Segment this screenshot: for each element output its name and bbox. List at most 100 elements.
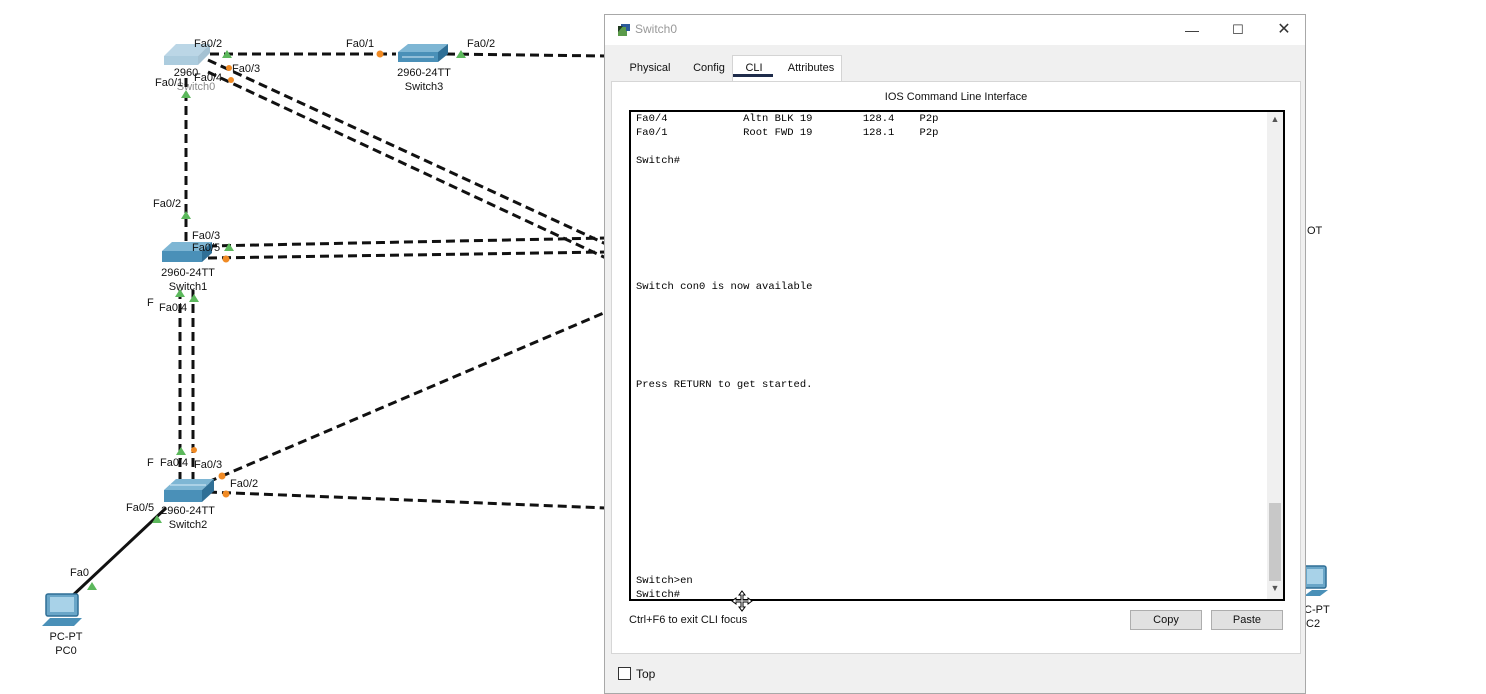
- terminal-line: [636, 294, 1263, 308]
- switch2-device[interactable]: [164, 479, 214, 502]
- terminal-line: [636, 238, 1263, 252]
- link-s0-right-a[interactable]: [207, 58, 607, 246]
- tab-cli[interactable]: CLI: [745, 62, 763, 74]
- close-icon: ✕: [1277, 21, 1291, 38]
- terminal-line: [636, 462, 1263, 476]
- right-edge-text: OT: [1307, 225, 1323, 237]
- port-label: Fa0/4: [194, 72, 222, 84]
- cli-focus-hint: Ctrl+F6 to exit CLI focus: [629, 614, 748, 626]
- terminal-line: [636, 322, 1263, 336]
- port-indicators: [87, 50, 466, 590]
- terminal-line: [636, 196, 1263, 210]
- terminal-line: [636, 532, 1263, 546]
- link-s2-right-a[interactable]: [207, 310, 607, 484]
- terminal-line: [636, 364, 1263, 378]
- switch-icon: [162, 242, 212, 251]
- port-label: Fa0/3: [194, 459, 222, 471]
- scroll-up-icon[interactable]: ▲: [1270, 114, 1280, 124]
- link-s0-right-b[interactable]: [207, 70, 607, 260]
- port-up-icon: [87, 582, 97, 590]
- link-s3-right[interactable]: [445, 52, 607, 58]
- minimize-button[interactable]: —: [1169, 15, 1215, 45]
- pc0-device[interactable]: [42, 593, 82, 626]
- port-up-icon: [181, 211, 191, 219]
- link-s2-pc0[interactable]: [68, 506, 168, 600]
- port-label: F: [147, 297, 154, 309]
- port-label: Fa0/3: [192, 230, 220, 242]
- switch0-model-label: 2960: [174, 67, 198, 79]
- window-title: Switch0: [635, 22, 678, 36]
- pc2-model-label: C-PT: [1304, 604, 1330, 616]
- port-blocked-icon: [222, 490, 230, 498]
- port-label: Fa0/5: [126, 502, 154, 514]
- terminal-line: Fa0/1 Root FWD 19 128.1 P2p: [636, 127, 939, 139]
- switch0-name-label: Switch0: [177, 81, 216, 93]
- minimize-icon: —: [1185, 22, 1199, 38]
- pc0-name-label: PC0: [55, 645, 76, 657]
- terminal-line: [636, 476, 1263, 490]
- switch-icon: [164, 44, 210, 56]
- maximize-button[interactable]: ☐: [1215, 15, 1261, 45]
- port-up-icon: [152, 515, 162, 523]
- top-checkbox-label: Top: [636, 667, 656, 681]
- cli-panel: IOS Command Line Interface Fa0/4 Altn BL…: [611, 81, 1301, 654]
- terminal-line: [636, 140, 1263, 154]
- port-label: Fa0/5: [192, 242, 220, 254]
- tab-config[interactable]: Config: [693, 62, 725, 74]
- terminal-line: [636, 266, 1263, 280]
- port-label: Fa0/3: [232, 63, 260, 75]
- terminal-line: [636, 406, 1263, 420]
- scrollbar-thumb[interactable]: [1269, 503, 1281, 581]
- switch0-device[interactable]: [164, 44, 210, 65]
- port-labels: Fa0/2 Fa0/3 Fa0/4 Fa0/1 Fa0/1 Fa0/2 Fa0/…: [70, 38, 495, 579]
- terminal-scrollbar[interactable]: ▲ ▼: [1267, 112, 1283, 599]
- terminal-line: Switch#: [636, 155, 681, 167]
- move-cursor-icon: [731, 590, 753, 612]
- switch1-device[interactable]: [162, 242, 212, 262]
- port-up-icon: [176, 447, 186, 455]
- maximize-icon: ☐: [1232, 22, 1244, 37]
- switch3-model-label: 2960-24TT: [397, 67, 451, 79]
- terminal-line: [636, 448, 1263, 462]
- port-up-icon: [224, 243, 234, 251]
- pc2-name-label: C2: [1306, 618, 1320, 630]
- tab-physical[interactable]: Physical: [629, 62, 671, 74]
- device-window[interactable]: Switch0 — ☐ ✕ Physical Config CLI Attrib…: [604, 14, 1306, 694]
- link-s1-right-a[interactable]: [207, 236, 607, 248]
- port-label: Fa0: [70, 567, 89, 579]
- terminal-line: [636, 336, 1263, 350]
- port-label: Fa0/2: [467, 38, 495, 50]
- switch3-name-label: Switch3: [405, 81, 444, 93]
- scroll-down-icon[interactable]: ▼: [1270, 583, 1280, 593]
- switch1-model-label: 2960-24TT: [161, 267, 215, 279]
- terminal-line: Switch con0 is now available: [636, 281, 813, 293]
- terminal-line: [636, 490, 1263, 504]
- switch2-model-label: 2960-24TT: [161, 505, 215, 517]
- terminal-line: [636, 560, 1263, 574]
- link-s1-right-b[interactable]: [207, 250, 607, 260]
- copy-button[interactable]: Copy: [1130, 610, 1202, 630]
- terminal-line: Fa0/4 Altn BLK 19 128.4 P2p: [636, 113, 939, 125]
- tab-attributes[interactable]: Attributes: [787, 62, 835, 74]
- terminal-line: [636, 434, 1263, 448]
- close-button[interactable]: ✕: [1261, 15, 1307, 45]
- switch3-device[interactable]: [398, 44, 448, 62]
- paste-button[interactable]: Paste: [1211, 610, 1283, 630]
- port-label: Fa0/1: [346, 38, 374, 50]
- pc2-device[interactable]: [1303, 565, 1328, 596]
- cli-header: IOS Command Line Interface: [884, 91, 1028, 103]
- port-blocked-icon: [222, 255, 230, 263]
- link-s2-right-b[interactable]: [207, 490, 607, 510]
- top-checkbox[interactable]: [618, 667, 631, 680]
- terminal-line: [636, 224, 1263, 238]
- terminal-line: [636, 420, 1263, 434]
- switch1-name-label: Switch1: [169, 281, 208, 293]
- window-titlebar[interactable]: Switch0 — ☐ ✕: [605, 15, 1305, 45]
- terminal-line: [636, 518, 1263, 532]
- port-up-icon: [189, 294, 199, 302]
- terminal-line: Press RETURN to get started.: [636, 379, 813, 391]
- terminal-line: [636, 168, 1263, 182]
